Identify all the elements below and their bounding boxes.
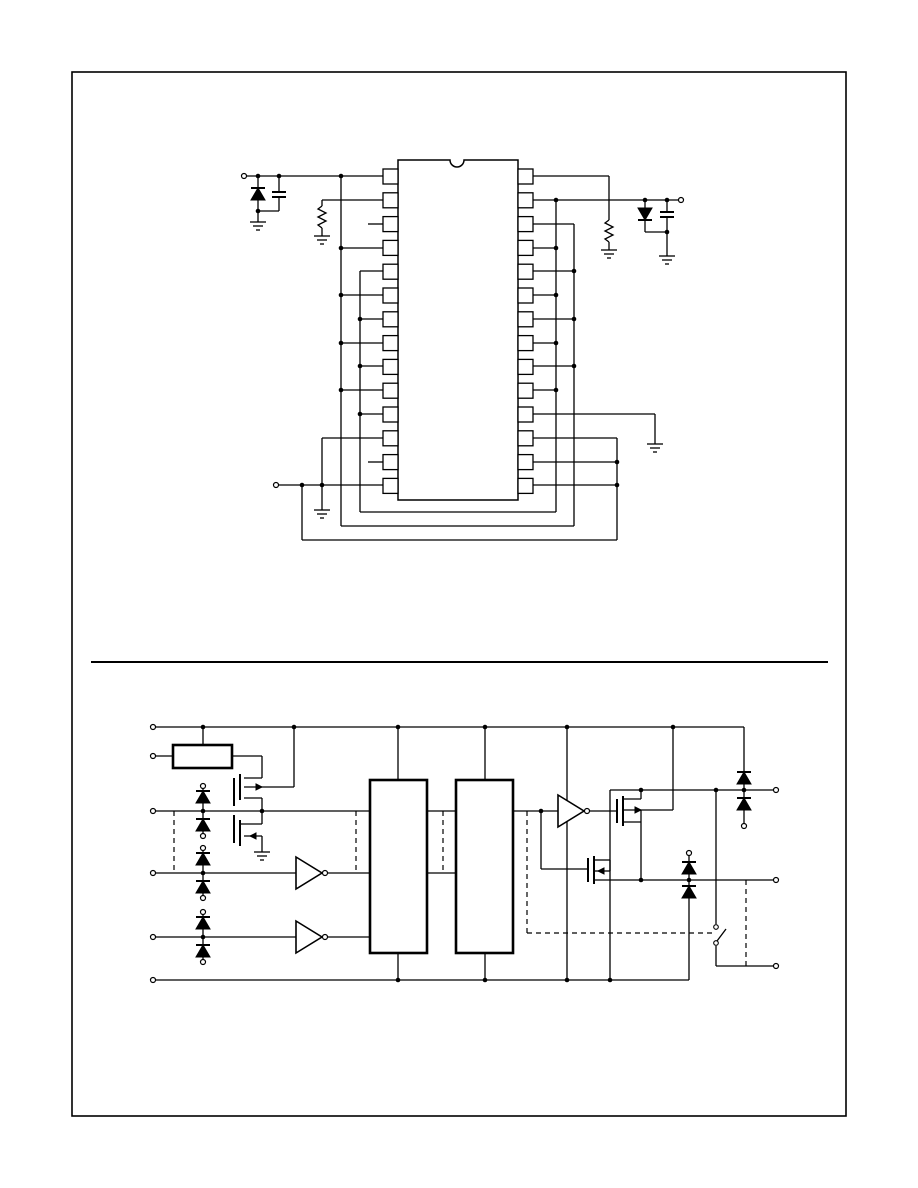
- block-diagram: [149, 723, 780, 984]
- ic-pin-left: [382, 453, 399, 471]
- right-wiring: [533, 175, 685, 540]
- ic-pin-left: [382, 406, 399, 423]
- ic-pins-right: [517, 168, 534, 495]
- ic-pin-right: [517, 263, 534, 280]
- ic-package: [397, 159, 519, 501]
- ic-pin-right: [517, 287, 534, 304]
- left-wiring: [240, 172, 617, 541]
- ic-pin-right: [517, 382, 534, 399]
- ground-icon: [314, 235, 330, 245]
- connection-diagram: [240, 159, 685, 541]
- terminal-icon: [149, 807, 157, 815]
- ground-icon: [250, 221, 266, 231]
- ground-icon: [601, 249, 617, 259]
- mosfet-icon: [233, 727, 295, 811]
- capacitor-icon: [272, 191, 286, 198]
- ic-pin-left: [382, 287, 399, 304]
- ic-pin-right: [517, 168, 534, 185]
- capacitor-icon: [660, 211, 674, 218]
- diode-icon: [195, 844, 211, 902]
- terminal-icon: [772, 962, 780, 970]
- terminal-icon: [272, 481, 280, 489]
- ic-pin-left: [382, 430, 399, 447]
- switch-icon: [713, 924, 727, 946]
- logic-block-2: [454, 778, 515, 955]
- ic-pin-right: [517, 430, 534, 447]
- ic-pin-left: [382, 334, 399, 352]
- buffer-icon: [295, 855, 324, 891]
- terminal-icon: [772, 876, 780, 884]
- terminal-icon: [149, 869, 157, 877]
- ic-pin-left: [382, 477, 399, 495]
- diode-icon: [736, 771, 752, 830]
- mosfet-icon: [233, 811, 270, 861]
- ic-pin-left: [382, 168, 399, 185]
- ground-icon: [659, 255, 675, 265]
- resistor-icon: [316, 205, 328, 229]
- ground-icon: [254, 851, 270, 861]
- ic-pin-right: [517, 477, 534, 495]
- ic-pin-left: [382, 192, 399, 209]
- ic-pins-left: [382, 168, 399, 495]
- ic-pin-left: [382, 263, 399, 280]
- ic-pin-right: [517, 192, 534, 209]
- ic-pin-left: [382, 215, 399, 233]
- terminal-icon: [772, 786, 780, 794]
- terminal-icon: [240, 172, 248, 180]
- ground-icon: [647, 443, 663, 453]
- ic-pin-left: [382, 311, 399, 328]
- ic-pin-right: [517, 453, 534, 471]
- ground-icon: [314, 509, 330, 519]
- mosfet-icon: [587, 790, 641, 980]
- terminal-icon: [149, 723, 157, 731]
- page-frame: [71, 71, 847, 1117]
- input-protection-diodes: [195, 782, 211, 966]
- diode-icon: [195, 908, 211, 966]
- ic-pin-right: [517, 311, 534, 328]
- mosfet-icon: [616, 790, 643, 826]
- terminal-icon: [677, 196, 685, 204]
- regulator-block: [171, 743, 234, 770]
- ic-pin-left: [382, 382, 399, 399]
- diode-icon: [637, 207, 653, 221]
- ic-pin-left: [382, 358, 399, 376]
- ic-pin-right: [517, 358, 534, 376]
- ic-pin-left: [382, 239, 399, 257]
- terminal-icon: [149, 933, 157, 941]
- logic-block-1: [368, 778, 429, 955]
- resistor-icon: [603, 219, 615, 243]
- diode-icon: [195, 782, 211, 840]
- diode-icon: [681, 849, 697, 980]
- ic-pin-right: [517, 239, 534, 257]
- terminal-icon: [149, 752, 157, 760]
- ic-pin-right: [517, 215, 534, 233]
- buffer-icon: [557, 793, 586, 829]
- terminal-icon: [149, 976, 157, 984]
- ic-pin-right: [517, 406, 534, 423]
- ic-pin-right: [517, 334, 534, 352]
- diode-icon: [250, 187, 266, 201]
- buffer-icon: [295, 919, 324, 955]
